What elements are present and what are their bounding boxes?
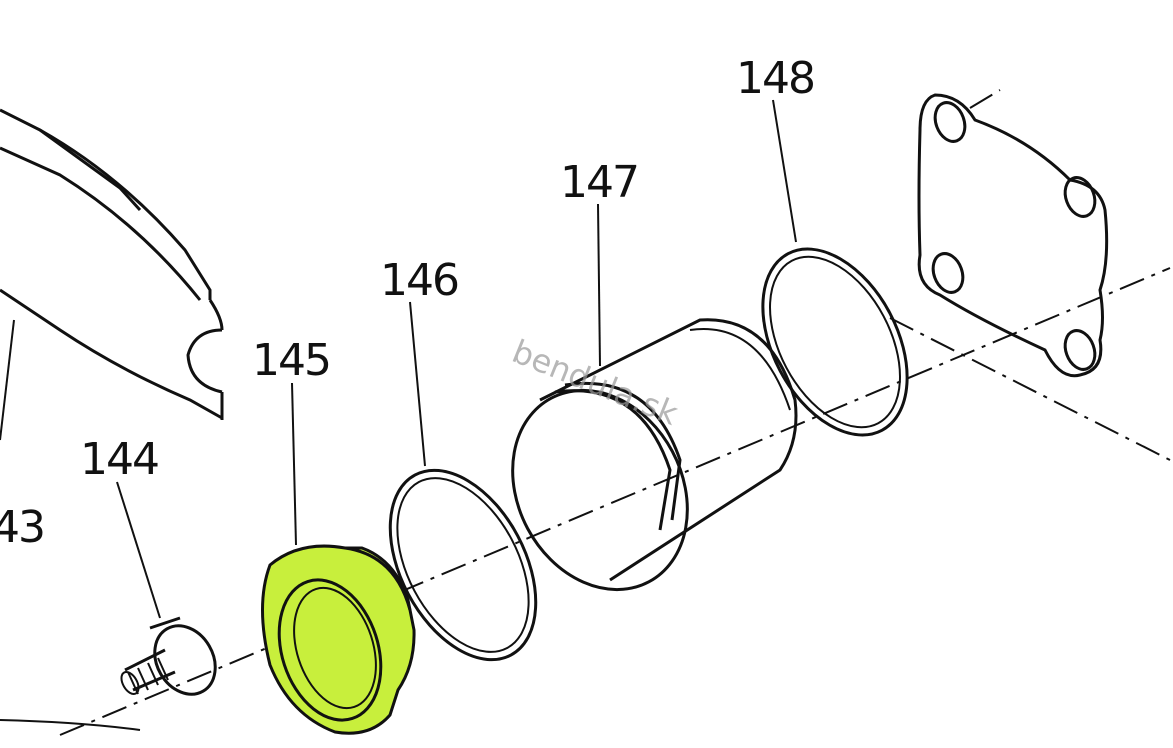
watermark-text: bendula.sk bbox=[507, 332, 684, 433]
cover-axis bbox=[889, 317, 1171, 461]
label-part-146: 146 bbox=[380, 255, 458, 306]
label-part-145: 145 bbox=[252, 335, 330, 386]
label-part-147: 147 bbox=[560, 157, 638, 208]
screw-part-144 bbox=[120, 616, 217, 696]
label-part-143: 43 bbox=[0, 502, 44, 553]
bushing-bore bbox=[277, 578, 383, 722]
bushing-part-145 bbox=[261, 544, 416, 735]
label-part-144: 144 bbox=[80, 434, 158, 485]
housing-arm bbox=[0, 108, 224, 731]
center-axis bbox=[59, 267, 1171, 736]
oring-part-146 bbox=[388, 468, 538, 662]
leader-147 bbox=[597, 203, 601, 367]
label-part-148: 148 bbox=[736, 53, 814, 104]
oring-part-148 bbox=[761, 247, 909, 437]
leader-146 bbox=[409, 301, 426, 467]
cover-plate bbox=[917, 89, 1109, 378]
leader-148 bbox=[772, 99, 797, 243]
leader-145 bbox=[291, 382, 297, 546]
leader-144 bbox=[116, 481, 161, 619]
